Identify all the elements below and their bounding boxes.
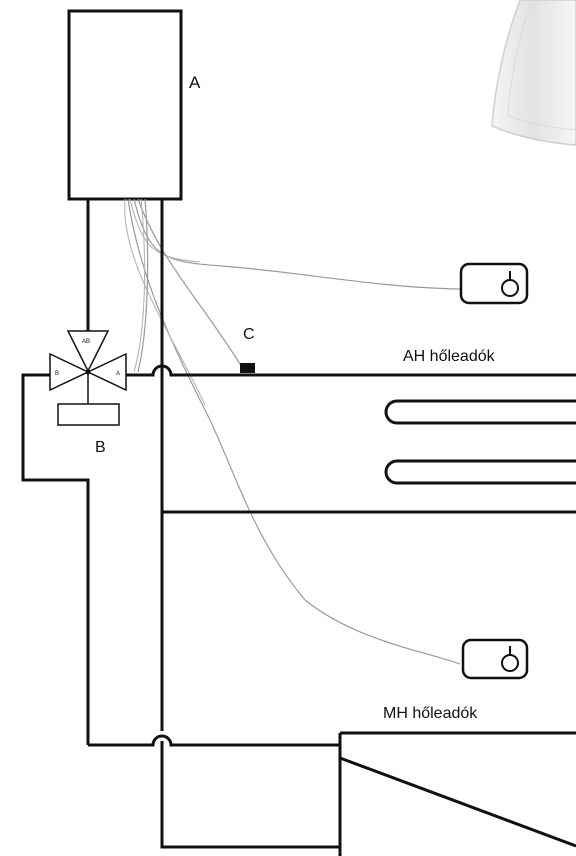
valve-port-b-label: B <box>55 371 59 377</box>
upper-circuit-label: AH hőleadók <box>403 348 496 365</box>
floor-heating-coil <box>384 399 576 485</box>
valve-port-a-label: A <box>116 371 120 377</box>
boiler-box <box>67 9 183 201</box>
upper-thermostat-icon <box>459 262 529 305</box>
temperature-sensor <box>240 363 255 373</box>
sensor-label: C <box>243 326 255 343</box>
three-way-valve: AB B A <box>49 330 127 404</box>
valve-actuator <box>57 403 120 426</box>
lower-circuit-label: MH hőleadók <box>383 705 478 722</box>
background-device-shape <box>491 0 576 146</box>
lower-thermostat-icon <box>461 638 529 680</box>
valve-actuator-label: B <box>95 439 106 456</box>
control-wires <box>124 198 461 665</box>
pipework <box>21 199 576 856</box>
valve-port-ab-label: AB <box>82 339 90 345</box>
boiler-label: A <box>189 73 201 92</box>
